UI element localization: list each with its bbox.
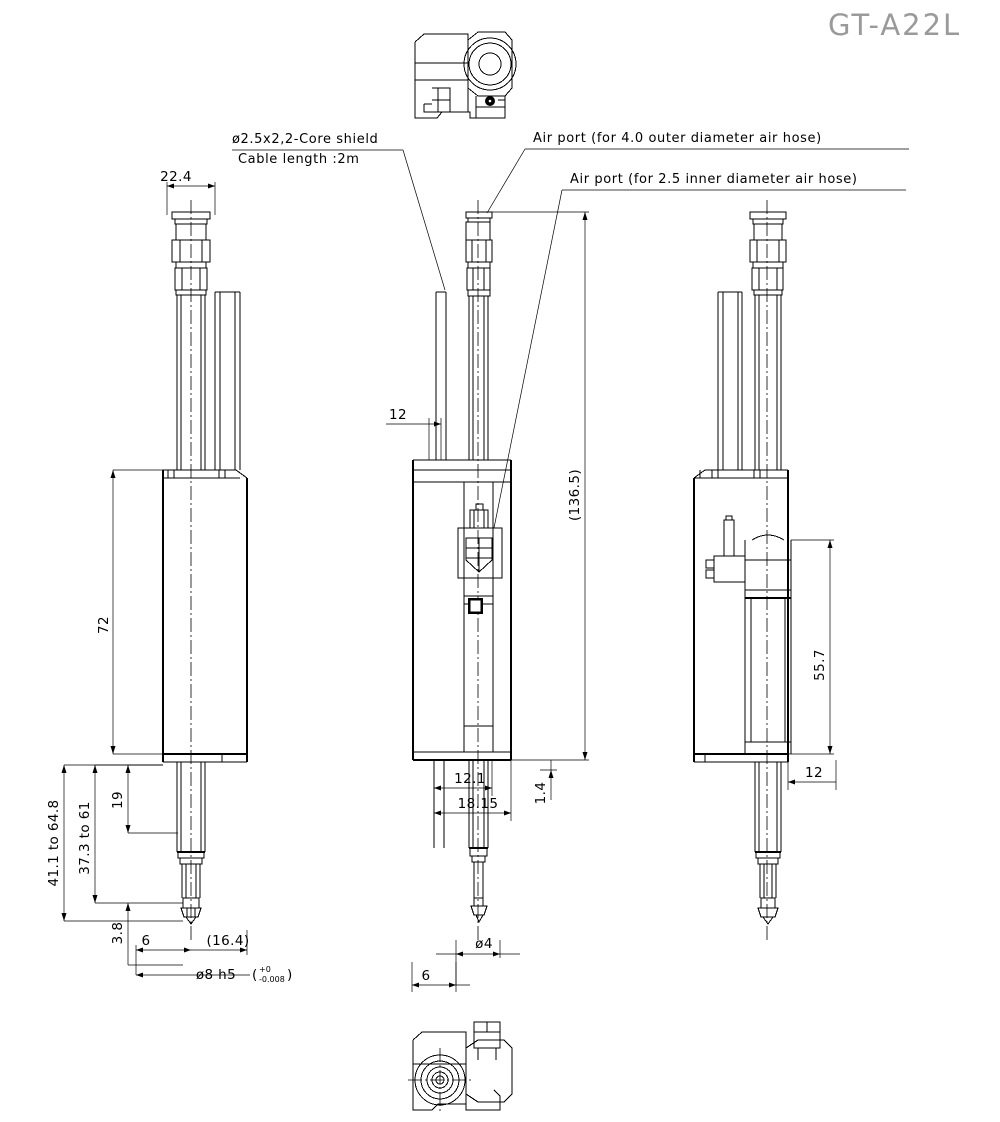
- dim-value-22-4: 22.4: [160, 169, 192, 185]
- tolerance-paren-close: ): [287, 967, 293, 983]
- dim-port-18-15: 18.15: [433, 760, 512, 821]
- note-air-port-outer-text: Air port (for 4.0 outer diameter air hos…: [533, 131, 822, 146]
- dim-tip-6: 6: [411, 962, 470, 992]
- note-air-port-inner-text: Air port (for 2.5 inner diameter air hos…: [570, 172, 858, 187]
- dim-value-shank-dia: ø8 h5: [196, 967, 236, 983]
- dim-value-12-1: 12.1: [454, 771, 486, 787]
- tolerance-upper: +0: [259, 965, 271, 974]
- note-core-shield-line2: Cable length :2m: [238, 152, 360, 167]
- dim-value-6: 6: [142, 933, 151, 949]
- dim-value-6-middle: 6: [422, 968, 431, 984]
- note-air-port-inner: Air port (for 2.5 inner diameter air hos…: [493, 172, 906, 529]
- dim-shank-dia: ø8 h5 ( +0 -0.008 ): [136, 965, 293, 984]
- dim-offset-6: 6: [135, 933, 191, 975]
- middle-view: 12 (136.5) 12.1: [386, 200, 589, 992]
- dim-value-1-4: 1.4: [533, 782, 549, 805]
- dim-spindle-19: 19: [110, 764, 178, 834]
- dim-stroke-inner: 37.3 to 61: [77, 764, 183, 904]
- dim-value-72: 72: [96, 616, 112, 634]
- dim-port-12-1: 12.1: [433, 760, 493, 796]
- dim-tip-dia-4: ø4: [436, 936, 520, 985]
- dim-value-41-1-to-64-8: 41.1 to 64.8: [46, 799, 62, 886]
- dim-edge-1-4: 1.4: [533, 760, 557, 804]
- dim-value-3-8: 3.8: [110, 922, 126, 945]
- dim-value-12-top: 12: [389, 407, 407, 423]
- dim-stroke-outer: 41.1 to 64.8: [46, 764, 183, 922]
- drawing-title: GT-A22L: [828, 8, 961, 42]
- dim-top-12: 12: [386, 407, 442, 460]
- top-view: [414, 31, 517, 119]
- tolerance-lower: -0.008: [259, 975, 285, 984]
- dim-value-16-4: (16.4): [207, 933, 250, 949]
- left-view: 22.4 72 41.1 to 64.8: [46, 169, 293, 984]
- note-core-shield: ø2.5x2,2-Core shield Cable length :2m: [232, 132, 446, 291]
- dim-base-12: 12: [787, 754, 837, 790]
- dim-overall-136-5: (136.5): [492, 211, 589, 761]
- dim-value-12-right: 12: [805, 765, 823, 781]
- dim-body-55-7: 55.7: [788, 539, 834, 755]
- dim-value-18-15: 18.15: [458, 796, 499, 812]
- note-air-port-outer: Air port (for 4.0 outer diameter air hos…: [486, 131, 909, 214]
- dim-body-length: 72: [96, 469, 163, 755]
- dim-width-overall: 22.4: [160, 169, 216, 215]
- note-core-shield-line1: ø2.5x2,2-Core shield: [232, 132, 378, 147]
- dim-depth-16-4: (16.4): [191, 930, 250, 955]
- dim-value-136-5: (136.5): [567, 469, 583, 521]
- bottom-view: [408, 1021, 513, 1112]
- dim-tip-3-8: 3.8: [110, 903, 183, 966]
- dim-value-dia-4: ø4: [475, 936, 493, 952]
- dim-value-19: 19: [110, 791, 126, 809]
- dim-value-55-7: 55.7: [812, 649, 828, 681]
- tolerance-paren-open: (: [252, 967, 258, 983]
- dim-value-37-3-to-61: 37.3 to 61: [77, 801, 93, 874]
- right-view: 55.7 12: [693, 200, 837, 940]
